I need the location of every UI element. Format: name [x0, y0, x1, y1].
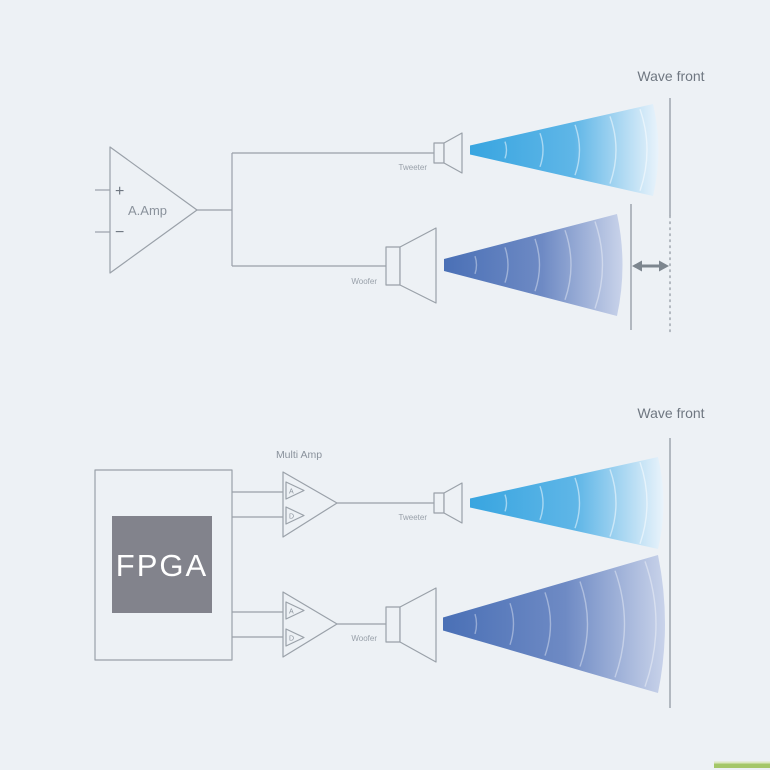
tweeter-horn-icon	[443, 132, 463, 174]
wave-arc	[474, 255, 478, 275]
wave-arc	[614, 570, 626, 678]
woofer-sound-cone	[443, 555, 665, 693]
woofer-multi-amp: A D	[282, 591, 338, 658]
wave-arc	[579, 581, 589, 667]
analog-amp-triangle-icon	[109, 146, 198, 274]
wave-front-title: Wave front	[637, 405, 704, 421]
fpga-board-outline	[94, 469, 233, 661]
bottom-woofer: Woofer	[351, 587, 437, 663]
tweeter-sound-cone	[470, 104, 659, 196]
top-wiring	[197, 152, 434, 267]
tweeter-label: Tweeter	[399, 513, 428, 522]
bottom-wave-front: Wave front	[637, 405, 705, 708]
woofer-sound-cone	[444, 214, 623, 316]
amp-channel-a-label: A	[289, 609, 294, 616]
top-wave-front: Wave front	[630, 68, 705, 335]
wave-arc	[504, 494, 508, 512]
wave-arc	[639, 108, 648, 192]
multi-amp-label: Multi Amp	[276, 449, 322, 461]
accent-bar	[714, 761, 770, 768]
plus-sign: +	[115, 183, 124, 200]
woofer-label: Woofer	[351, 634, 377, 643]
tweeter-multi-amp: A D	[282, 471, 338, 538]
fpga-block: FPGA	[94, 469, 233, 661]
bottom-wiring	[232, 491, 434, 638]
tweeter-label: Tweeter	[399, 163, 428, 172]
analog-amp-label: A.Amp	[128, 203, 167, 218]
wave-arc	[574, 124, 581, 176]
amp-channel-a-label: A	[289, 489, 294, 496]
top-woofer-cone	[444, 214, 623, 316]
accent-bar-fill	[714, 763, 770, 768]
amp-channel-a-triangle-icon	[285, 601, 305, 620]
woofer-horn-icon	[399, 587, 437, 663]
woofer-speaker-icon	[385, 606, 401, 643]
wave-arc	[594, 221, 604, 309]
wave-arc	[609, 469, 617, 537]
tweeter-speaker-icon	[433, 142, 445, 164]
bottom-diagram: FPGA Multi Amp A D A D	[94, 405, 705, 708]
wave-arc	[539, 132, 544, 168]
wave-arc	[639, 461, 648, 545]
delay-arrow-left-head	[632, 260, 642, 272]
wave-arc	[609, 116, 617, 184]
amp-channel-d-label: D	[289, 636, 294, 643]
wave-arc	[534, 238, 541, 292]
multi-amp-triangle-icon	[282, 591, 338, 658]
minus-sign: −	[115, 224, 124, 241]
top-tweeter-cone	[470, 104, 659, 196]
wave-arc	[539, 485, 544, 521]
wave-arc	[509, 602, 515, 646]
amp-channel-d-triangle-icon	[285, 506, 305, 525]
tweeter-speaker-icon	[433, 492, 445, 514]
wave-front-title: Wave front	[637, 68, 704, 84]
wave-arc	[544, 592, 552, 656]
amp-channel-a-triangle-icon	[285, 481, 305, 500]
wave-arc	[504, 247, 509, 283]
fpga-chip	[112, 516, 212, 613]
amp-channel-d-triangle-icon	[285, 628, 305, 647]
delay-arrow-icon	[632, 260, 669, 272]
bottom-tweeter-cone	[470, 457, 664, 549]
wave-arc	[564, 229, 572, 301]
top-tweeter: Tweeter	[399, 132, 463, 174]
tweeter-horn-icon	[443, 482, 463, 524]
wave-arc	[574, 477, 581, 529]
multi-amp-triangle-icon	[282, 471, 338, 538]
amp-channel-d-label: D	[289, 514, 294, 521]
accent-bar-highlight	[714, 761, 770, 764]
wave-arc	[474, 613, 478, 635]
wave-arc	[644, 561, 657, 687]
bottom-woofer-cone	[443, 555, 665, 693]
tweeter-sound-cone	[470, 457, 664, 549]
woofer-horn-icon	[399, 227, 437, 304]
wave-arc	[504, 141, 508, 159]
bottom-tweeter: Tweeter	[399, 482, 463, 524]
top-diagram: + − A.Amp Tweeter	[95, 68, 705, 335]
woofer-speaker-icon	[385, 246, 401, 286]
fpga-label: FPGA	[116, 548, 208, 583]
woofer-label: Woofer	[351, 277, 377, 286]
top-woofer: Woofer	[351, 227, 437, 304]
analog-amp: + − A.Amp	[95, 146, 198, 274]
delay-arrow-right-head	[659, 260, 669, 272]
